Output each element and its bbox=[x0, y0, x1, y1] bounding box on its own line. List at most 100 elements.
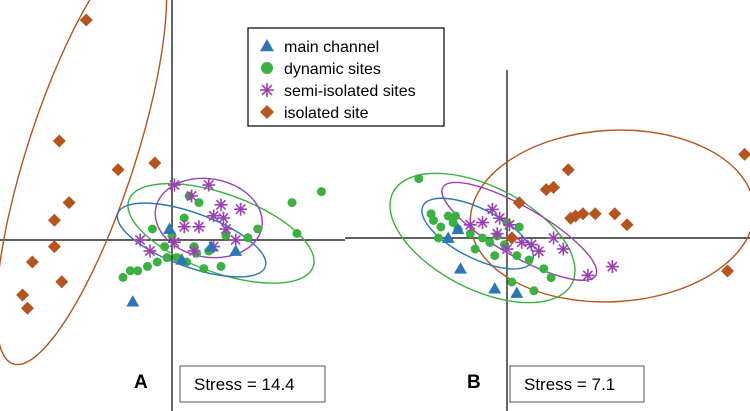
panel-b-stress-box: Stress = 7.1 bbox=[509, 365, 645, 403]
data-point bbox=[229, 244, 243, 256]
data-point bbox=[465, 229, 475, 239]
data-point bbox=[147, 224, 157, 234]
data-point bbox=[505, 231, 519, 245]
data-point bbox=[485, 237, 495, 247]
legend-label-semi-isolated-sites: semi-isolated sites bbox=[284, 83, 416, 100]
data-point bbox=[47, 240, 61, 254]
data-point bbox=[143, 244, 157, 258]
legend-label-dynamic-sites: dynamic sites bbox=[284, 61, 381, 78]
data-point bbox=[524, 255, 534, 265]
panel-b bbox=[345, 70, 750, 411]
data-point bbox=[581, 268, 595, 282]
data-point bbox=[443, 211, 453, 221]
data-point bbox=[202, 178, 216, 192]
data-point bbox=[561, 163, 575, 177]
data-point bbox=[243, 233, 253, 243]
data-point bbox=[441, 231, 455, 243]
panel-a bbox=[0, 0, 345, 411]
series-isolated-site bbox=[505, 147, 750, 278]
data-point bbox=[546, 273, 556, 283]
data-point bbox=[229, 233, 243, 247]
data-point bbox=[234, 202, 248, 216]
data-point bbox=[148, 156, 162, 170]
data-point bbox=[556, 242, 570, 256]
data-point bbox=[62, 196, 76, 210]
data-point bbox=[167, 235, 181, 249]
data-point bbox=[470, 244, 480, 254]
confidence-ellipse-dynamic-sites bbox=[389, 172, 576, 304]
data-point bbox=[493, 211, 507, 225]
data-point bbox=[133, 233, 147, 247]
data-point bbox=[463, 218, 477, 232]
legend-label-main-channel: main channel bbox=[284, 39, 379, 56]
data-point bbox=[510, 286, 524, 298]
data-point bbox=[569, 209, 583, 223]
data-point bbox=[111, 163, 125, 177]
data-point bbox=[55, 275, 69, 289]
data-point bbox=[187, 244, 201, 258]
data-point bbox=[738, 147, 750, 161]
data-point bbox=[620, 218, 634, 232]
data-point bbox=[451, 222, 465, 235]
data-point bbox=[194, 198, 204, 208]
series-isolated-site bbox=[16, 13, 162, 315]
data-point bbox=[453, 262, 467, 274]
data-point bbox=[316, 187, 326, 197]
data-point bbox=[502, 218, 516, 232]
data-point bbox=[287, 198, 297, 208]
data-point bbox=[216, 211, 230, 225]
data-point bbox=[451, 211, 461, 221]
legend: main channel dynamic sites semi-isolated… bbox=[247, 27, 445, 127]
data-point bbox=[588, 207, 602, 221]
data-point bbox=[125, 266, 135, 276]
legend-marker-isolated-site bbox=[260, 105, 274, 119]
data-point bbox=[160, 242, 170, 252]
data-point bbox=[253, 224, 263, 234]
panel-a-stress-box: Stress = 14.4 bbox=[179, 365, 326, 403]
data-point bbox=[20, 301, 34, 315]
data-point bbox=[214, 198, 228, 212]
data-point bbox=[216, 261, 226, 271]
data-point bbox=[199, 264, 209, 274]
data-point bbox=[490, 227, 504, 241]
data-point bbox=[52, 134, 66, 148]
confidence-ellipse-main-channel bbox=[116, 202, 267, 278]
data-point bbox=[219, 222, 233, 236]
data-point bbox=[292, 228, 302, 238]
data-point bbox=[118, 272, 128, 282]
data-point bbox=[167, 178, 181, 192]
panel-a-label: A bbox=[134, 372, 148, 393]
data-point bbox=[177, 220, 191, 234]
data-point bbox=[436, 222, 446, 232]
data-point bbox=[143, 261, 152, 271]
data-point bbox=[179, 213, 189, 223]
data-point bbox=[512, 196, 526, 210]
data-point bbox=[47, 213, 61, 227]
data-point bbox=[126, 295, 140, 307]
data-point bbox=[478, 233, 487, 243]
legend-marker-dynamic-sites bbox=[261, 62, 273, 74]
legend-marker-semi-isolated-sites bbox=[260, 83, 274, 97]
data-point bbox=[476, 216, 489, 230]
series-semi-isolated-sites bbox=[463, 202, 619, 282]
data-point bbox=[507, 277, 517, 287]
data-point bbox=[539, 183, 553, 197]
panel-b-label: B bbox=[467, 372, 481, 393]
data-point bbox=[79, 13, 93, 27]
data-point bbox=[608, 207, 622, 221]
data-point bbox=[204, 240, 218, 252]
data-point bbox=[514, 222, 524, 232]
data-point bbox=[16, 288, 30, 302]
data-point bbox=[163, 222, 177, 234]
panel-b-stress-value: Stress = 7.1 bbox=[524, 375, 615, 394]
data-point bbox=[133, 266, 143, 276]
data-point bbox=[515, 235, 529, 249]
confidence-ellipse-isolated-site bbox=[0, 0, 168, 366]
data-point bbox=[529, 286, 539, 296]
legend-label-isolated-site: isolated site bbox=[284, 105, 369, 122]
series-dynamic-sites bbox=[414, 174, 556, 296]
data-point bbox=[207, 209, 221, 223]
data-point bbox=[192, 220, 206, 234]
data-point bbox=[485, 202, 499, 216]
